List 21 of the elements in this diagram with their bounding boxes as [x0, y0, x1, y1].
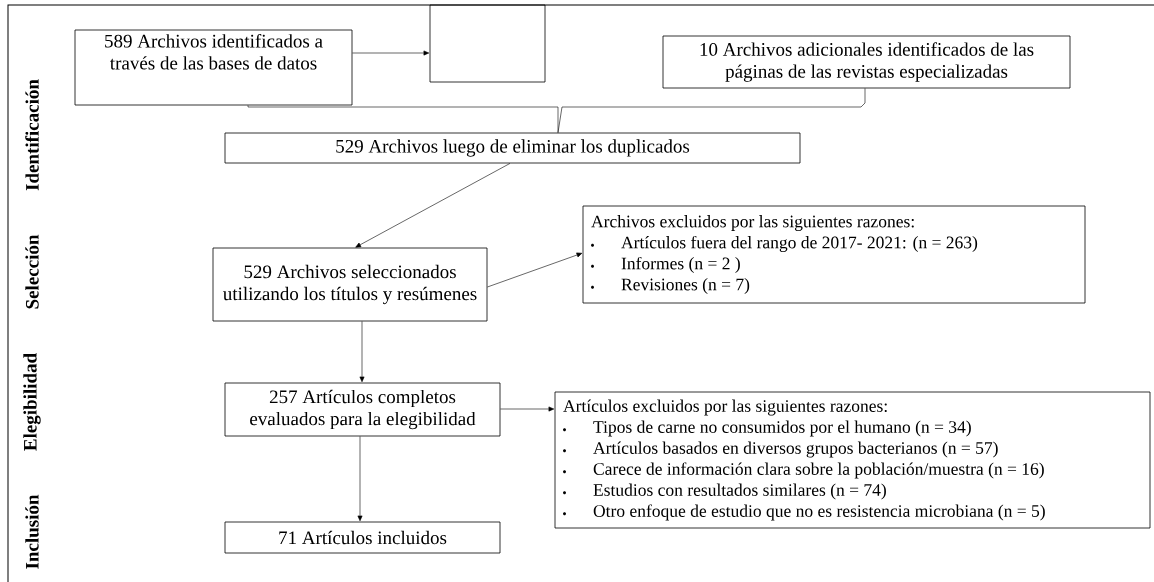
phase-label: Inclusión — [25, 494, 39, 569]
arrow — [487, 252, 583, 288]
process-box: 10 Archivos adicionales identificados de las páginas de las revistas especializadas — [662, 35, 1071, 89]
arrow — [359, 321, 365, 383]
process-box: 529 Archivos seleccionados utilizando los títulos y resúmenes — [212, 247, 488, 322]
connector — [557, 88, 866, 133]
exclusion-box: Archivos excluidos por las siguientes razones: Artículos fuera del rango de 2017- 2021: (n = 263) Informes (n = 2 ) Revisiones (n = 7) — [582, 205, 1086, 304]
empty-box — [429, 4, 546, 83]
process-box: 257 Artículos completos evaluados para la elegibilidad — [224, 382, 501, 437]
phase-label: Elegibilidad — [23, 353, 41, 451]
arrow — [355, 163, 511, 248]
phase-label: Identificación — [25, 79, 39, 191]
process-box: 529 Archivos luego de eliminar los duplicados — [224, 132, 801, 164]
arrow — [352, 50, 430, 56]
arrow — [500, 406, 555, 412]
phase-label: Selección — [25, 234, 39, 309]
exclusion-box: Artículos excluidos por las siguientes razones: Tipos de carne no consumidos por el humano (n = 34) Artículos basados en diversos grupos bacterianos (n = 57) Carece de información clara sobre la población/muestra (n = 16) Estudios con resultados similares (n = 74) Otro enfoque de estudio que no es resistencia microbiana (n = 5) — [554, 391, 1151, 529]
arrow — [357, 436, 363, 522]
process-box: 71 Artículos incluidos — [224, 521, 501, 554]
process-box: 589 Archivos identificados a través de las bases de datos — [74, 29, 353, 106]
connector — [247, 105, 559, 133]
